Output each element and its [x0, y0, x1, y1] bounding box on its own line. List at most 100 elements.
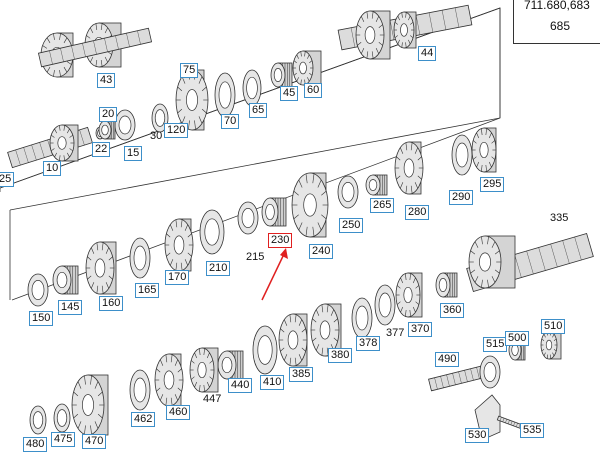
part-callout-43[interactable]: 43	[97, 73, 116, 88]
part-callout-530[interactable]: 530	[465, 428, 490, 443]
gear-44a-tooth	[371, 51, 374, 59]
gear-60-tooth	[300, 79, 302, 85]
part-callout-160[interactable]: 160	[99, 296, 124, 311]
gear-60-tooth	[309, 60, 313, 64]
gear-295-tooth	[481, 128, 483, 136]
part-callout-470[interactable]: 470	[82, 434, 107, 449]
part-callout-44[interactable]: 44	[418, 46, 437, 61]
part-callout-145[interactable]: 145	[58, 300, 83, 315]
gear-380-tooth	[315, 344, 320, 351]
part-callout-378[interactable]: 378	[356, 336, 381, 351]
gear-380-tooth	[312, 318, 317, 323]
part-callout-30: 30	[150, 130, 163, 142]
gear-160-tooth	[108, 256, 113, 261]
part-callout-460[interactable]: 460	[166, 405, 191, 420]
part-callout-45[interactable]: 45	[280, 86, 299, 101]
ring-165-inner	[133, 245, 147, 271]
part-callout-380[interactable]: 380	[328, 348, 353, 363]
gear-447-tooth	[209, 360, 214, 364]
gear-295-tooth	[481, 164, 483, 172]
part-callout-515[interactable]: 515	[483, 337, 508, 352]
part-callout-25[interactable]: 25	[0, 172, 15, 187]
part-callout-385[interactable]: 385	[289, 367, 314, 382]
gear-60-tooth	[293, 60, 297, 64]
part-callout-120[interactable]: 120	[164, 123, 189, 138]
part-callout-510[interactable]: 510	[541, 319, 566, 334]
part-callout-170[interactable]: 170	[165, 270, 190, 285]
gear-44b-tooth	[408, 39, 411, 45]
gear-470-tooth	[73, 413, 79, 419]
part-callout-165[interactable]: 165	[135, 283, 160, 298]
gear-447-tooth	[199, 384, 201, 392]
gear-240-tooth	[317, 179, 322, 188]
part-callout-65[interactable]: 65	[249, 103, 268, 118]
part-callout-250[interactable]: 250	[339, 218, 364, 233]
gear-447-tooth	[199, 348, 201, 356]
gear-295-tooth	[485, 128, 487, 136]
shaft-43-spline	[104, 38, 108, 52]
part-callout-370[interactable]: 370	[408, 322, 433, 337]
part-callout-500[interactable]: 500	[505, 331, 530, 346]
gear-10-tooth	[51, 148, 55, 152]
part-callout-535[interactable]: 535	[520, 423, 545, 438]
part-callout-490[interactable]: 490	[435, 352, 460, 367]
part-callout-20[interactable]: 20	[99, 107, 118, 122]
part-callout-240[interactable]: 240	[309, 244, 334, 259]
part-callout-475[interactable]: 475	[51, 432, 76, 447]
gear-60-tooth	[304, 51, 306, 57]
part-callout-70[interactable]: 70	[221, 114, 240, 129]
input-shaft-10-spline	[39, 142, 45, 158]
part-callout-60[interactable]: 60	[304, 83, 323, 98]
gear-380-tooth	[326, 347, 329, 356]
callout-arrow-shaft	[261, 253, 285, 301]
part-callout-280[interactable]: 280	[405, 205, 430, 220]
part-callout-15[interactable]: 15	[124, 146, 143, 161]
gear-43a-tooth	[63, 37, 68, 44]
shaft-335-spline	[574, 236, 582, 261]
gear-470-tooth	[97, 413, 103, 419]
gear-240-tooth	[305, 226, 308, 237]
part-callout-210[interactable]: 210	[206, 261, 231, 276]
part-callout-462[interactable]: 462	[131, 412, 156, 427]
gear-44a-tooth	[366, 11, 369, 19]
gear-280-tooth	[414, 147, 419, 154]
gear-510-tooth	[541, 349, 545, 352]
gear-44b-tooth	[394, 35, 398, 39]
part-callout-150[interactable]: 150	[29, 311, 54, 326]
gear-460-tooth	[165, 354, 168, 363]
gear-380-tooth	[333, 318, 338, 323]
gear-240-tooth	[317, 222, 322, 231]
ring-290-inner	[455, 142, 469, 168]
part-callout-440[interactable]: 440	[228, 378, 253, 393]
part-callout-22[interactable]: 22	[92, 142, 111, 157]
part-callout-290[interactable]: 290	[449, 190, 474, 205]
gear-295-tooth	[472, 140, 477, 144]
gear-335-tooth	[474, 241, 479, 248]
part-callout-230[interactable]: 230	[268, 233, 293, 248]
shaft-490-spline	[446, 374, 450, 387]
part-callout-410[interactable]: 410	[260, 375, 285, 390]
gear-160-tooth	[90, 282, 95, 289]
part-callout-480[interactable]: 480	[23, 437, 48, 452]
gear-470-tooth	[90, 425, 92, 435]
bearing-230-bore	[265, 203, 275, 221]
gear-335-tooth	[491, 241, 496, 248]
gear-44b-tooth	[405, 42, 407, 48]
gear-60-tooth	[307, 54, 310, 59]
gear-43b-tooth	[107, 51, 112, 55]
gear-75-tooth	[188, 120, 190, 130]
gear-43b-tooth	[90, 56, 94, 63]
gear-160-tooth	[101, 242, 104, 251]
gear-470-tooth	[84, 375, 86, 385]
part-callout-10[interactable]: 10	[43, 161, 62, 176]
part-callout-75[interactable]: 75	[180, 63, 199, 78]
gear-280-tooth	[399, 182, 404, 189]
gear-385-tooth	[298, 319, 303, 326]
gear-460-tooth	[170, 354, 173, 363]
part-callout-360[interactable]: 360	[440, 303, 465, 318]
gear-295-tooth	[472, 156, 477, 160]
part-callout-295[interactable]: 295	[480, 177, 505, 192]
part-callout-265[interactable]: 265	[370, 198, 395, 213]
output-shaft-top-spline	[428, 12, 434, 33]
